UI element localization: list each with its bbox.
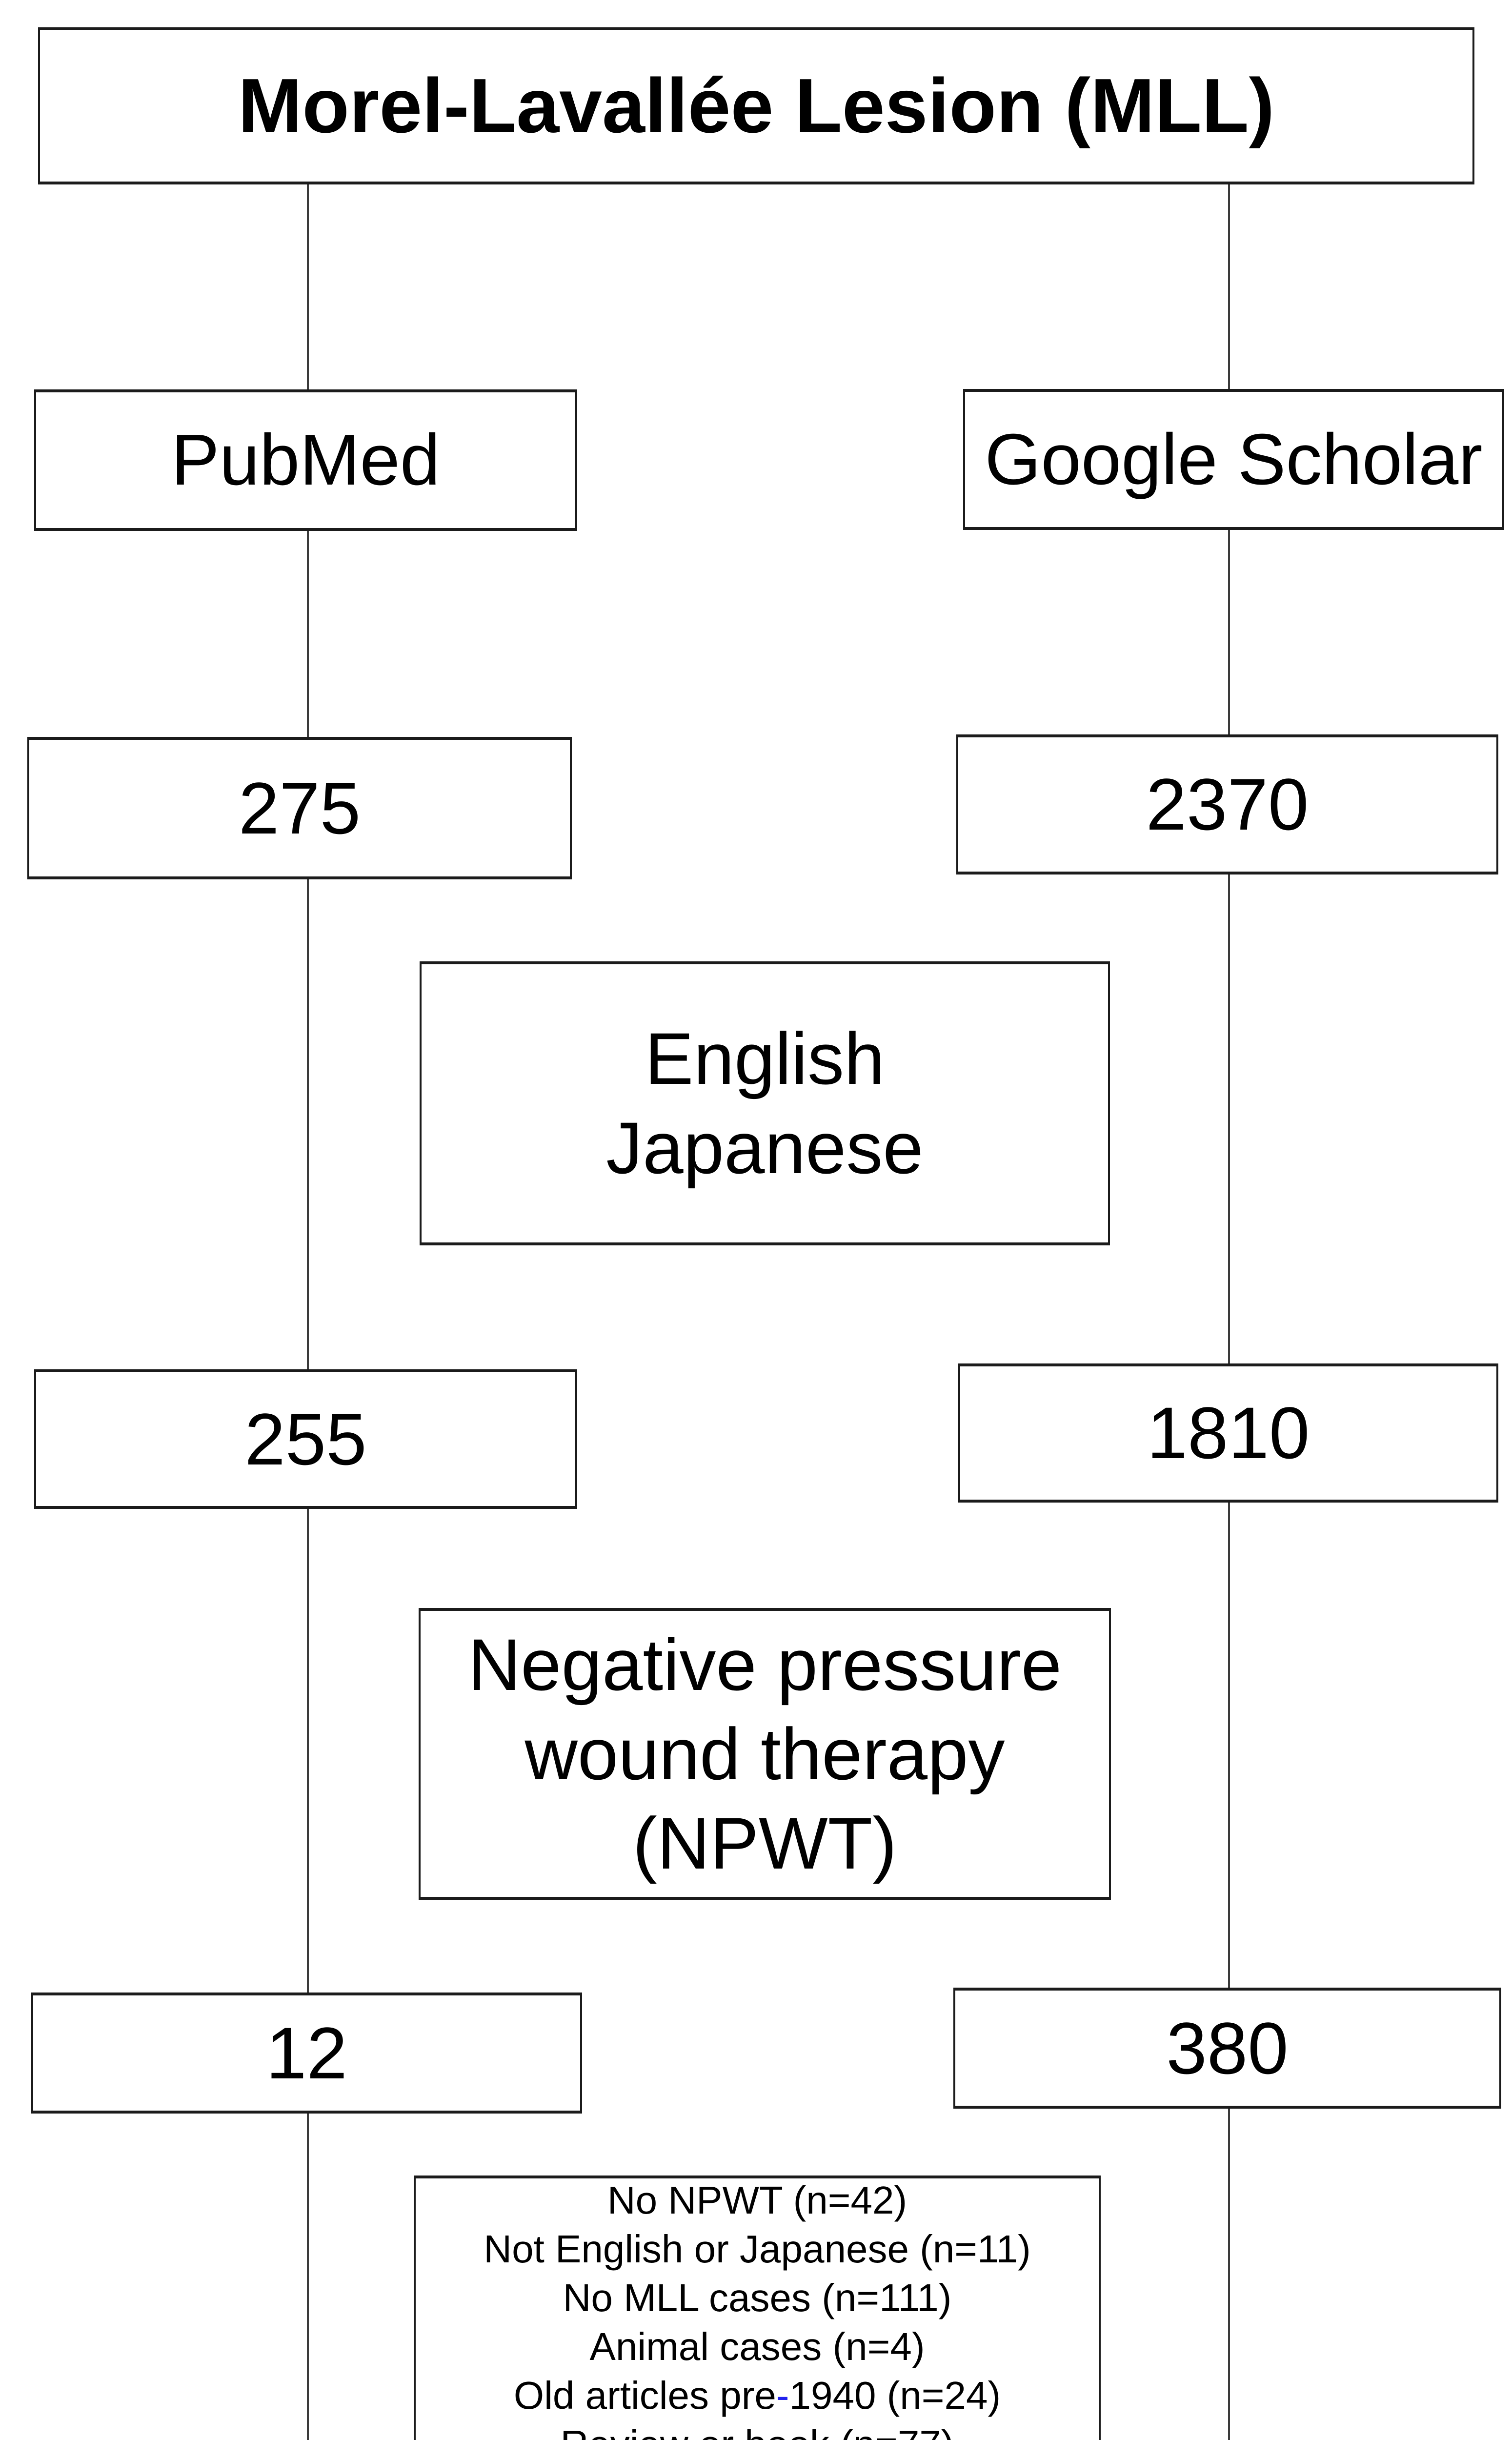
exclusion-no-mll-cases: No MLL cases (n=111) <box>563 2276 952 2319</box>
npwt-filter-line1: Negative pressure <box>467 1623 1062 1706</box>
exclusion-not-english-japanese: Not English or Japanese (n=11) <box>484 2227 1031 2271</box>
exclusion-list-box: No NPWT (n=42) Not English or Japanese (… <box>414 2176 1101 2440</box>
pubmed-stage3-count-box: 12 <box>31 1993 582 2114</box>
pubmed-stage1-count-box: 275 <box>27 737 572 879</box>
npwt-filter-box: Negative pressure wound therapy (NPWT) <box>419 1608 1111 1900</box>
google-scholar-source-box: Google Scholar <box>963 389 1504 530</box>
exclusion-old-articles: Old articles pre-1940 (n=24) <box>514 2371 1001 2420</box>
page-title: Morel-Lavallée Lesion (MLL) <box>238 62 1275 149</box>
right-connector-line <box>1228 184 1230 2440</box>
exclusion-animal-cases: Animal cases (n=4) <box>589 2325 925 2368</box>
exclusion-old-articles-prefix: Old articles pre <box>513 2374 776 2417</box>
pubmed-source-label: PubMed <box>171 420 441 500</box>
language-filter-line-english: English <box>645 1017 885 1099</box>
pubmed-stage2-count: 255 <box>244 1398 367 1480</box>
npwt-filter-line2: wound therapy <box>524 1712 1005 1795</box>
google-stage1-count-box: 2370 <box>956 734 1498 874</box>
google-stage2-count: 1810 <box>1147 1392 1310 1474</box>
exclusion-review-or-book: Review or book (n=77) <box>560 2420 954 2440</box>
language-filter-box: English Japanese <box>420 961 1110 1245</box>
exclusion-no-npwt: No NPWT (n=42) <box>607 2178 907 2222</box>
pubmed-stage1-count: 275 <box>238 767 361 849</box>
google-stage1-count: 2370 <box>1146 763 1309 845</box>
language-filter-line-japanese: Japanese <box>606 1107 924 1189</box>
google-stage2-count-box: 1810 <box>958 1363 1498 1503</box>
npwt-filter-line3: (NPWT) <box>632 1802 897 1884</box>
title-box: Morel-Lavallée Lesion (MLL) <box>38 27 1474 184</box>
exclusion-old-articles-suffix: 1940 (n=24) <box>789 2374 1001 2417</box>
google-stage3-count-box: 380 <box>953 1988 1501 2109</box>
pubmed-stage3-count: 12 <box>266 2012 347 2094</box>
left-connector-line <box>307 184 309 2440</box>
pubmed-source-box: PubMed <box>34 389 577 531</box>
google-stage3-count: 380 <box>1166 2007 1289 2089</box>
pubmed-stage2-count-box: 255 <box>34 1369 577 1509</box>
google-scholar-source-label: Google Scholar <box>985 419 1483 500</box>
exclusion-old-articles-hyphen: - <box>776 2374 789 2417</box>
